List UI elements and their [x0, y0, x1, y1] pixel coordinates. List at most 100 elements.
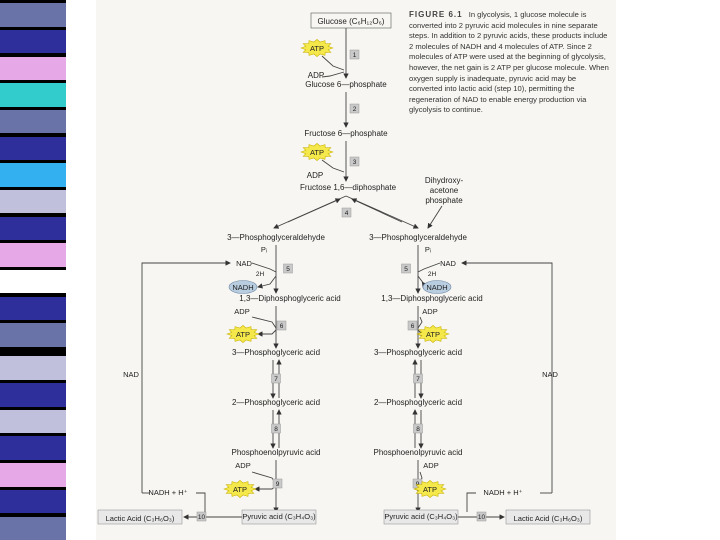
step-number: 4	[345, 210, 349, 217]
stripe-segment	[0, 353, 66, 357]
adp-label-R: ADP	[423, 461, 438, 470]
atp-label: ATP	[423, 485, 437, 494]
nad-regenerated-L: NAD	[123, 370, 139, 379]
atp-label: ATP	[236, 330, 250, 339]
stripe-segment	[0, 189, 66, 214]
stripe-segment	[0, 186, 66, 191]
atp-burst: ATP	[226, 325, 260, 343]
stripe-segment	[0, 56, 66, 81]
nadh-label: NADH	[232, 283, 253, 292]
stripe-segment	[0, 346, 66, 351]
nadh-h-label-L: NADH + H⁺	[148, 488, 187, 497]
dihydroxyacetone-phosphate: phosphate	[425, 196, 463, 205]
step-number: 7	[274, 376, 278, 383]
pyruvic-acid-box-L	[241, 509, 317, 525]
pyruvic-acid-L: Pyruvic acid (C₃H₄O₃)	[242, 512, 316, 521]
lactic-acid-L: Lactic Acid (C₃H₆O₃)	[106, 514, 175, 523]
stripe-segment	[0, 356, 66, 381]
step-10-box: 10	[476, 511, 487, 522]
phosphate-input-L: Pᵢ	[261, 245, 267, 254]
stripe-segment	[0, 160, 66, 164]
atp-label: ATP	[233, 485, 247, 494]
adp-label: ADP	[307, 171, 323, 180]
stripe-segment	[0, 409, 66, 434]
phosphoenolpyruvic-acid-L: Phosphoenolpyruvic acid	[232, 448, 321, 457]
stripe-segment	[0, 3, 66, 28]
nad-input-R: NAD	[440, 259, 456, 268]
step-number: 8	[416, 426, 420, 433]
nadh-oval: NADH	[228, 280, 258, 294]
phosphoglyceric-acid-2-L: 2—Phosphoglyceric acid	[232, 398, 320, 407]
step-9-box: 9	[272, 478, 283, 489]
phosphoglyceric-acid-2-R: 2—Phosphoglyceric acid	[374, 398, 462, 407]
adp-label: ADP	[308, 71, 324, 80]
nadh-oval: NADH	[422, 280, 452, 294]
stripe-segment	[0, 26, 66, 31]
h2-label-R: 2H	[428, 271, 437, 278]
stripe-segment	[0, 323, 66, 348]
stripe-segment	[0, 459, 66, 464]
stripe-segment	[0, 80, 66, 84]
step-number: 10	[478, 514, 486, 521]
step-number: 6	[411, 323, 415, 330]
glucose-label: Glucose (C₆H₁₂O₆)	[318, 17, 385, 26]
stripe-segment	[0, 133, 66, 138]
stripe-segment	[0, 296, 66, 321]
atp-label: ATP	[310, 44, 324, 53]
step-7-box: 7	[271, 373, 281, 384]
stripe-segment	[0, 29, 66, 54]
step-5-box: 5	[401, 263, 411, 274]
stripe-segment	[0, 513, 66, 517]
stripe-segment	[0, 109, 66, 134]
step-2-box: 2	[349, 103, 360, 114]
stripe-segment	[0, 320, 66, 324]
decorative-color-stripe	[0, 0, 66, 540]
nadh-h-label-R: NADH + H⁺	[483, 488, 522, 497]
dihydroxyacetone-phosphate: Dihydroxy-	[425, 176, 464, 185]
step-number: 3	[353, 159, 357, 166]
phosphoglyceraldehyde-R: 3—Phosphoglyceraldehyde	[369, 233, 467, 242]
stripe-segment	[0, 486, 66, 491]
phosphoglyceric-acid-3-L: 3—Phosphoglyceric acid	[232, 348, 320, 357]
atp-burst: ATP	[300, 143, 334, 161]
atp-burst: ATP	[223, 480, 257, 498]
pyruvic-acid-box-R	[383, 509, 459, 525]
dihydroxyacetone-phosphate: acetone	[430, 186, 459, 195]
stripe-segment	[0, 406, 66, 411]
phosphoglyceric-acid-3-R: 3—Phosphoglyceric acid	[374, 348, 462, 357]
step-number: 10	[198, 514, 206, 521]
stripe-segment	[0, 463, 66, 488]
stripe-segment	[0, 243, 66, 268]
step-1-box: 1	[349, 49, 360, 60]
stripe-segment	[0, 240, 66, 244]
stripe-segment	[0, 266, 66, 271]
stripe-segment	[0, 433, 66, 437]
pyruvic-acid-R: Pyruvic acid (C₃H₄O₃)	[384, 512, 458, 521]
h2-label-L: 2H	[256, 271, 265, 278]
lactic-acid-box-R	[505, 509, 591, 525]
phosphoenolpyruvic-acid-R: Phosphoenolpyruvic acid	[374, 448, 463, 457]
step-number: 6	[280, 323, 284, 330]
stripe-segment	[0, 216, 66, 241]
stripe-segment	[0, 53, 66, 58]
figure-caption: FIGURE 6.1 In glycolysis, 1 glucose mole…	[409, 10, 609, 116]
adp-label-L: ADP	[235, 461, 250, 470]
atp-label: ATP	[426, 330, 440, 339]
fructose-1-6-diphosphate: Fructose 1,6—diphosphate	[300, 183, 397, 192]
step-4-box: 4	[341, 207, 352, 218]
nad-regenerated-R: NAD	[542, 370, 558, 379]
step-number: 2	[353, 106, 357, 113]
nadh-label: NADH	[426, 283, 447, 292]
lactic-acid-box-L	[97, 509, 183, 525]
fructose-6-phosphate: Fructose 6—phosphate	[304, 129, 388, 138]
step-6-box: 6	[407, 320, 418, 331]
step-3-box: 3	[349, 156, 360, 167]
step-number: 1	[353, 52, 357, 59]
stripe-segment	[0, 270, 66, 294]
step-7-box: 7	[413, 373, 423, 384]
adp-label-L: ADP	[234, 307, 249, 316]
stripe-segment	[0, 213, 66, 218]
phosphoglyceraldehyde-L: 3—Phosphoglyceraldehyde	[227, 233, 325, 242]
caption-text: In glycolysis, 1 glucose molecule is con…	[409, 10, 609, 115]
